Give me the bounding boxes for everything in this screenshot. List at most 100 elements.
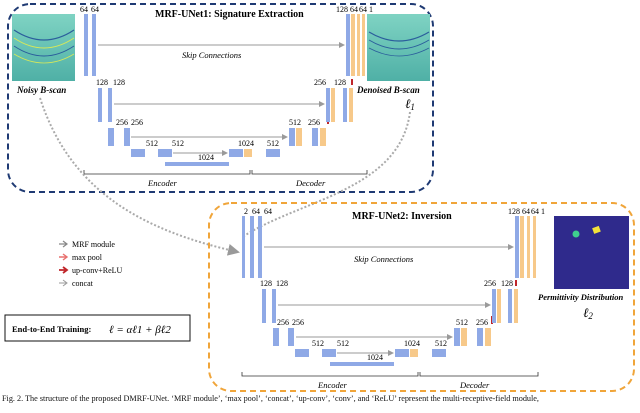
dec2-l4-block-c <box>432 349 446 357</box>
enc1-bottom-ch: 1024 <box>238 139 254 148</box>
dec1-l3-block-a <box>289 128 295 146</box>
training-box <box>4 314 191 342</box>
legend-upconv-label: up-conv+ReLU <box>72 266 123 275</box>
upconv2-arrow-l2 <box>515 280 517 286</box>
dec1-l1-ch-b: 64 <box>350 5 358 14</box>
dec2-l2-block-d <box>514 289 518 323</box>
denoised-bscan-image <box>367 14 430 81</box>
loss2-symbol: ℓ2 <box>583 305 593 321</box>
dec1-l2-block-b <box>331 88 335 122</box>
legend-maxpool-icon <box>59 253 69 261</box>
enc1-l2-block-b <box>108 88 112 122</box>
skip2-label: Skip Connections <box>354 254 414 264</box>
enc1-l4-block-b <box>158 149 172 157</box>
enc1-l3-ch-a: 256 <box>116 118 128 127</box>
enc1-l1-block-b <box>92 14 96 76</box>
dec1-l4-block-c <box>266 149 280 157</box>
dec2-l1-ch-d: 1 <box>541 207 545 216</box>
dec2-l3-block-a <box>454 328 460 346</box>
training-formula: ℓ = αℓ1 + βℓ2 <box>109 324 171 336</box>
dec1-l4-block-b <box>244 149 252 157</box>
enc1-l1-ch-b: 64 <box>91 5 99 14</box>
dec1-l3-block-d <box>320 128 326 146</box>
enc1-l4-ch-a: 512 <box>146 139 158 148</box>
encoder2-brace <box>241 372 419 377</box>
enc1-bottleneck-block <box>165 162 229 166</box>
enc2-l4-ch-a: 512 <box>312 339 324 348</box>
loss1-symbol: ℓ1 <box>405 96 415 112</box>
enc2-bottleneck-block <box>330 362 394 366</box>
enc2-l1-block-b <box>250 216 254 278</box>
enc2-l2-ch-a: 128 <box>260 279 272 288</box>
connector-noisy-to-unet2 <box>39 97 240 256</box>
permittivity-label: Permittivity Distribution <box>538 292 624 302</box>
enc2-l3-block-a <box>273 328 279 346</box>
dec1-l1-block-d <box>362 14 365 76</box>
dec2-l2-ch-a: 256 <box>484 279 496 288</box>
enc2-l4-block-a <box>295 349 309 357</box>
encoder1-brace <box>83 170 251 175</box>
dec2-l1-ch-c: 64 <box>531 207 539 216</box>
upconv1-arrow-l2 <box>351 79 353 85</box>
enc1-l1-block-a <box>84 14 88 76</box>
enc1-l3-ch-b: 256 <box>131 118 143 127</box>
dec1-l2-block-c <box>343 88 347 122</box>
enc2-l1-block-c <box>258 216 262 278</box>
figure-caption: Fig. 2. The structure of the proposed DM… <box>2 394 539 403</box>
enc1-l4-block-a <box>131 149 145 157</box>
dec1-l3-block-b <box>296 128 302 146</box>
dec1-l1-block-a <box>346 14 350 76</box>
dec1-l2-ch-a: 256 <box>314 78 326 87</box>
dec2-l2-block-c <box>508 289 512 323</box>
dec1-l2-block-d <box>349 88 353 122</box>
legend: MRF module max pool up-conv+ReLU concat <box>59 240 123 288</box>
encoder1-label: Encoder <box>147 178 177 188</box>
dec1-l1-block-c <box>357 14 360 76</box>
dec2-l1-ch-a: 128 <box>508 207 520 216</box>
unet1-frame <box>7 3 434 193</box>
dec1-l2-block-a <box>326 88 330 122</box>
decoder2-brace <box>419 372 539 377</box>
dec1-l4-block-a <box>229 149 243 157</box>
enc2-l2-ch-b: 128 <box>276 279 288 288</box>
enc1-l4-ch-b: 512 <box>172 139 184 148</box>
denoised-bscan-label: Denoised B-scan <box>356 85 420 95</box>
dec2-l4-ch: 512 <box>435 339 447 348</box>
dec2-l3-block-d <box>485 328 491 346</box>
decoder2-label: Decoder <box>459 380 490 390</box>
legend-maxpool-label: max pool <box>72 253 103 262</box>
dec2-l3-ch-a: 512 <box>456 318 468 327</box>
enc2-l1-block-a <box>242 216 245 278</box>
dec2-l4-block-b <box>410 349 418 357</box>
enc2-l4-block-b <box>322 349 336 357</box>
noisy-bscan-label: Noisy B-scan <box>16 85 66 95</box>
dec2-l3-ch-b: 256 <box>476 318 488 327</box>
legend-concat-label: concat <box>72 279 94 288</box>
dec1-l1-ch-d: 1 <box>369 5 373 14</box>
enc2-l1-ch-c: 64 <box>264 207 272 216</box>
unet1-title: MRF-UNet1: Signature Extraction <box>155 9 304 20</box>
enc2-l2-block-b <box>272 289 276 323</box>
unet2-title: MRF-UNet2: Inversion <box>352 211 452 222</box>
dec1-l1-ch-a: 128 <box>336 5 348 14</box>
enc2-bottleneck-ch: 1024 <box>367 353 383 362</box>
enc1-l2-block-a <box>98 88 102 122</box>
dec2-l3-block-c <box>477 328 483 346</box>
dec1-l1-ch-c: 64 <box>359 5 367 14</box>
enc2-l4-ch-b: 512 <box>337 339 349 348</box>
enc2-l1-ch-b: 64 <box>252 207 260 216</box>
dec2-l1-ch-b: 64 <box>522 207 530 216</box>
dec1-l2-ch-b: 128 <box>334 78 346 87</box>
enc2-l3-ch-b: 256 <box>292 318 304 327</box>
dec1-l3-ch-a: 512 <box>289 118 301 127</box>
dec1-l3-ch-b: 256 <box>308 118 320 127</box>
dec2-l2-block-a <box>492 289 496 323</box>
dec2-l2-ch-b: 128 <box>501 279 513 288</box>
enc2-bottom-ch: 1024 <box>404 339 420 348</box>
enc2-l3-ch-a: 256 <box>277 318 289 327</box>
dec2-l1-block-b <box>520 216 524 278</box>
dec2-l1-block-c <box>527 216 530 278</box>
skip1-label: Skip Connections <box>182 50 242 60</box>
decoder1-label: Decoder <box>295 178 326 188</box>
